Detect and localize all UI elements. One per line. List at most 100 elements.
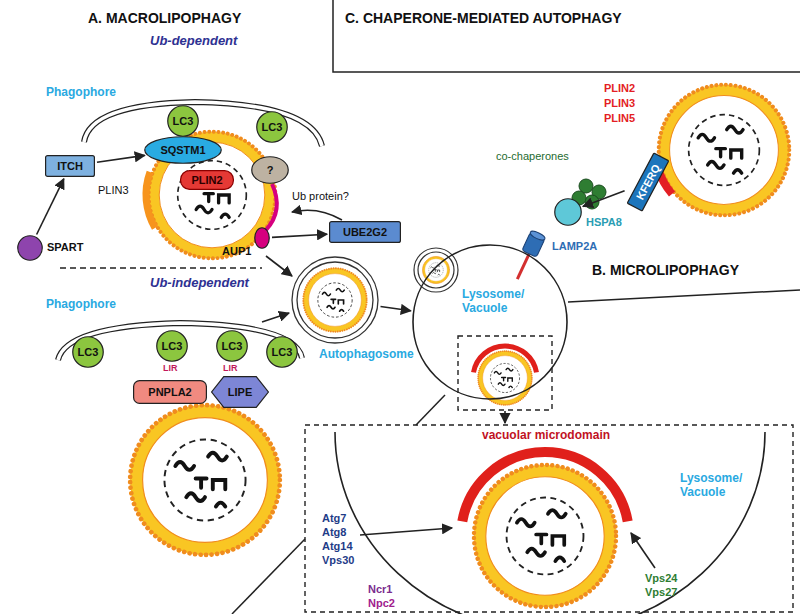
text-label: Atg8 [322,526,346,539]
shape-outline [217,331,248,362]
shape-outline [297,262,373,338]
shape-outline [330,222,401,243]
lamp2a-channel [529,230,546,242]
shape-outline [291,256,379,344]
plin-coat [146,168,672,228]
shape-outline [212,377,269,408]
node-label: LC3 [78,346,99,359]
shape-outline [18,236,43,261]
text-label: Npc2 [368,597,395,610]
vacuolar-microdomain [462,346,627,521]
text-label: vacuolar microdomain [482,429,610,443]
shape-outline [555,199,582,226]
flow-arrow [360,528,452,535]
protein-circle: LC3 [156,330,188,362]
text-label: Ncr1 [368,583,392,596]
text-label: Ub-independent [150,276,249,291]
lysosome: Lysosome/ Vacuole [412,244,568,400]
protein-box: PNPLA2 [133,380,207,404]
node-label: LC3 [162,340,183,353]
flow-arrow [262,256,655,568]
flow-arrow [262,313,289,322]
protein-box: PLIN2 [180,170,234,190]
lipid-droplet [130,85,789,607]
connector-arrow [97,155,145,162]
node-label: Lysosome/ Vacuole [680,472,742,500]
text-label: Ub-dependent [150,34,237,49]
flow-arrow [631,533,655,568]
text-label: Atg14 [322,540,353,553]
protein-circle: LC3 [167,105,199,137]
panel-separator [333,0,800,72]
panel-separator [60,0,800,614]
node-label: LC3 [262,121,283,134]
flow-arrow [504,411,506,423]
node-label: SPART [47,241,83,254]
node-label: AUP1 [222,245,251,258]
lipid-droplet [130,405,280,555]
text-label: LIR [163,363,178,373]
plin-coat [146,172,155,228]
lamp2a-channel [510,230,546,283]
text-label: Vps24 [645,572,677,585]
shape-outline [46,156,95,177]
text-label: C. CHAPERONE-MEDIATED AUTOPHAGY [345,10,622,26]
node-label: LC3 [272,346,293,359]
shape-outline [554,198,582,226]
node-label: PLIN2 [191,174,222,187]
shape-outline [181,171,234,190]
node-label: PNPLA2 [148,386,191,399]
protein-oval: SQSTM1 [144,136,222,164]
text-label: B. MICROLIPOPHAGY [592,262,739,278]
panel-separator [568,290,800,302]
connector-arrow [381,307,411,311]
ub-chain [292,210,342,220]
text-label: co-chaperones [496,150,569,163]
shape-outline [413,245,567,399]
shape-outline [168,106,199,137]
node-label: LC3 [222,340,243,353]
shape-outline [335,432,765,614]
protein-circle: LC3 [216,330,248,362]
shape-outline [627,153,668,211]
text-label: PLIN5 [604,112,635,125]
node-label: ? [267,164,274,177]
shape-outline [73,337,104,368]
shape-outline [254,227,270,249]
lipid-droplet [303,268,366,331]
text-label: Ub protein? [292,190,349,203]
text-label: Atg7 [322,512,346,525]
protein-oval: ? [251,156,289,184]
shape-outline [252,157,289,184]
text-label: Vps27 [645,586,677,599]
text-label: Phagophore [46,298,116,312]
connector-arrow [37,179,64,235]
protein-box: UBE2G2 [329,221,401,243]
protein-circle: HSPA8 [554,198,582,226]
inset-frame [305,336,793,612]
node-label: Autophagosome [319,348,414,362]
node-label: LIPE [228,386,252,399]
connector-arrow [272,234,327,237]
shape-outline [412,244,568,400]
flow-arrow [266,256,292,276]
protein-circle: SPART [17,235,43,261]
inset-frame [458,336,552,410]
node-label: Lysosome/ Vacuole [462,288,524,316]
shape-outline [255,228,270,249]
protein-circle: LC3 [72,336,104,368]
shape-outline [17,235,43,261]
shape-outline [134,381,207,404]
panel-separator [60,267,262,269]
text-label: Phagophore [46,86,116,100]
text-label: LIR [223,363,238,373]
vacuolar-microdomain [462,452,627,521]
lipid-droplet [659,85,790,216]
shape-outline [267,337,298,368]
node-label: UBE2G2 [343,226,387,239]
shape-outline [145,137,222,164]
text-label: A. MACROLIPOPHAGY [88,10,241,26]
node-label: SQSTM1 [160,144,205,157]
